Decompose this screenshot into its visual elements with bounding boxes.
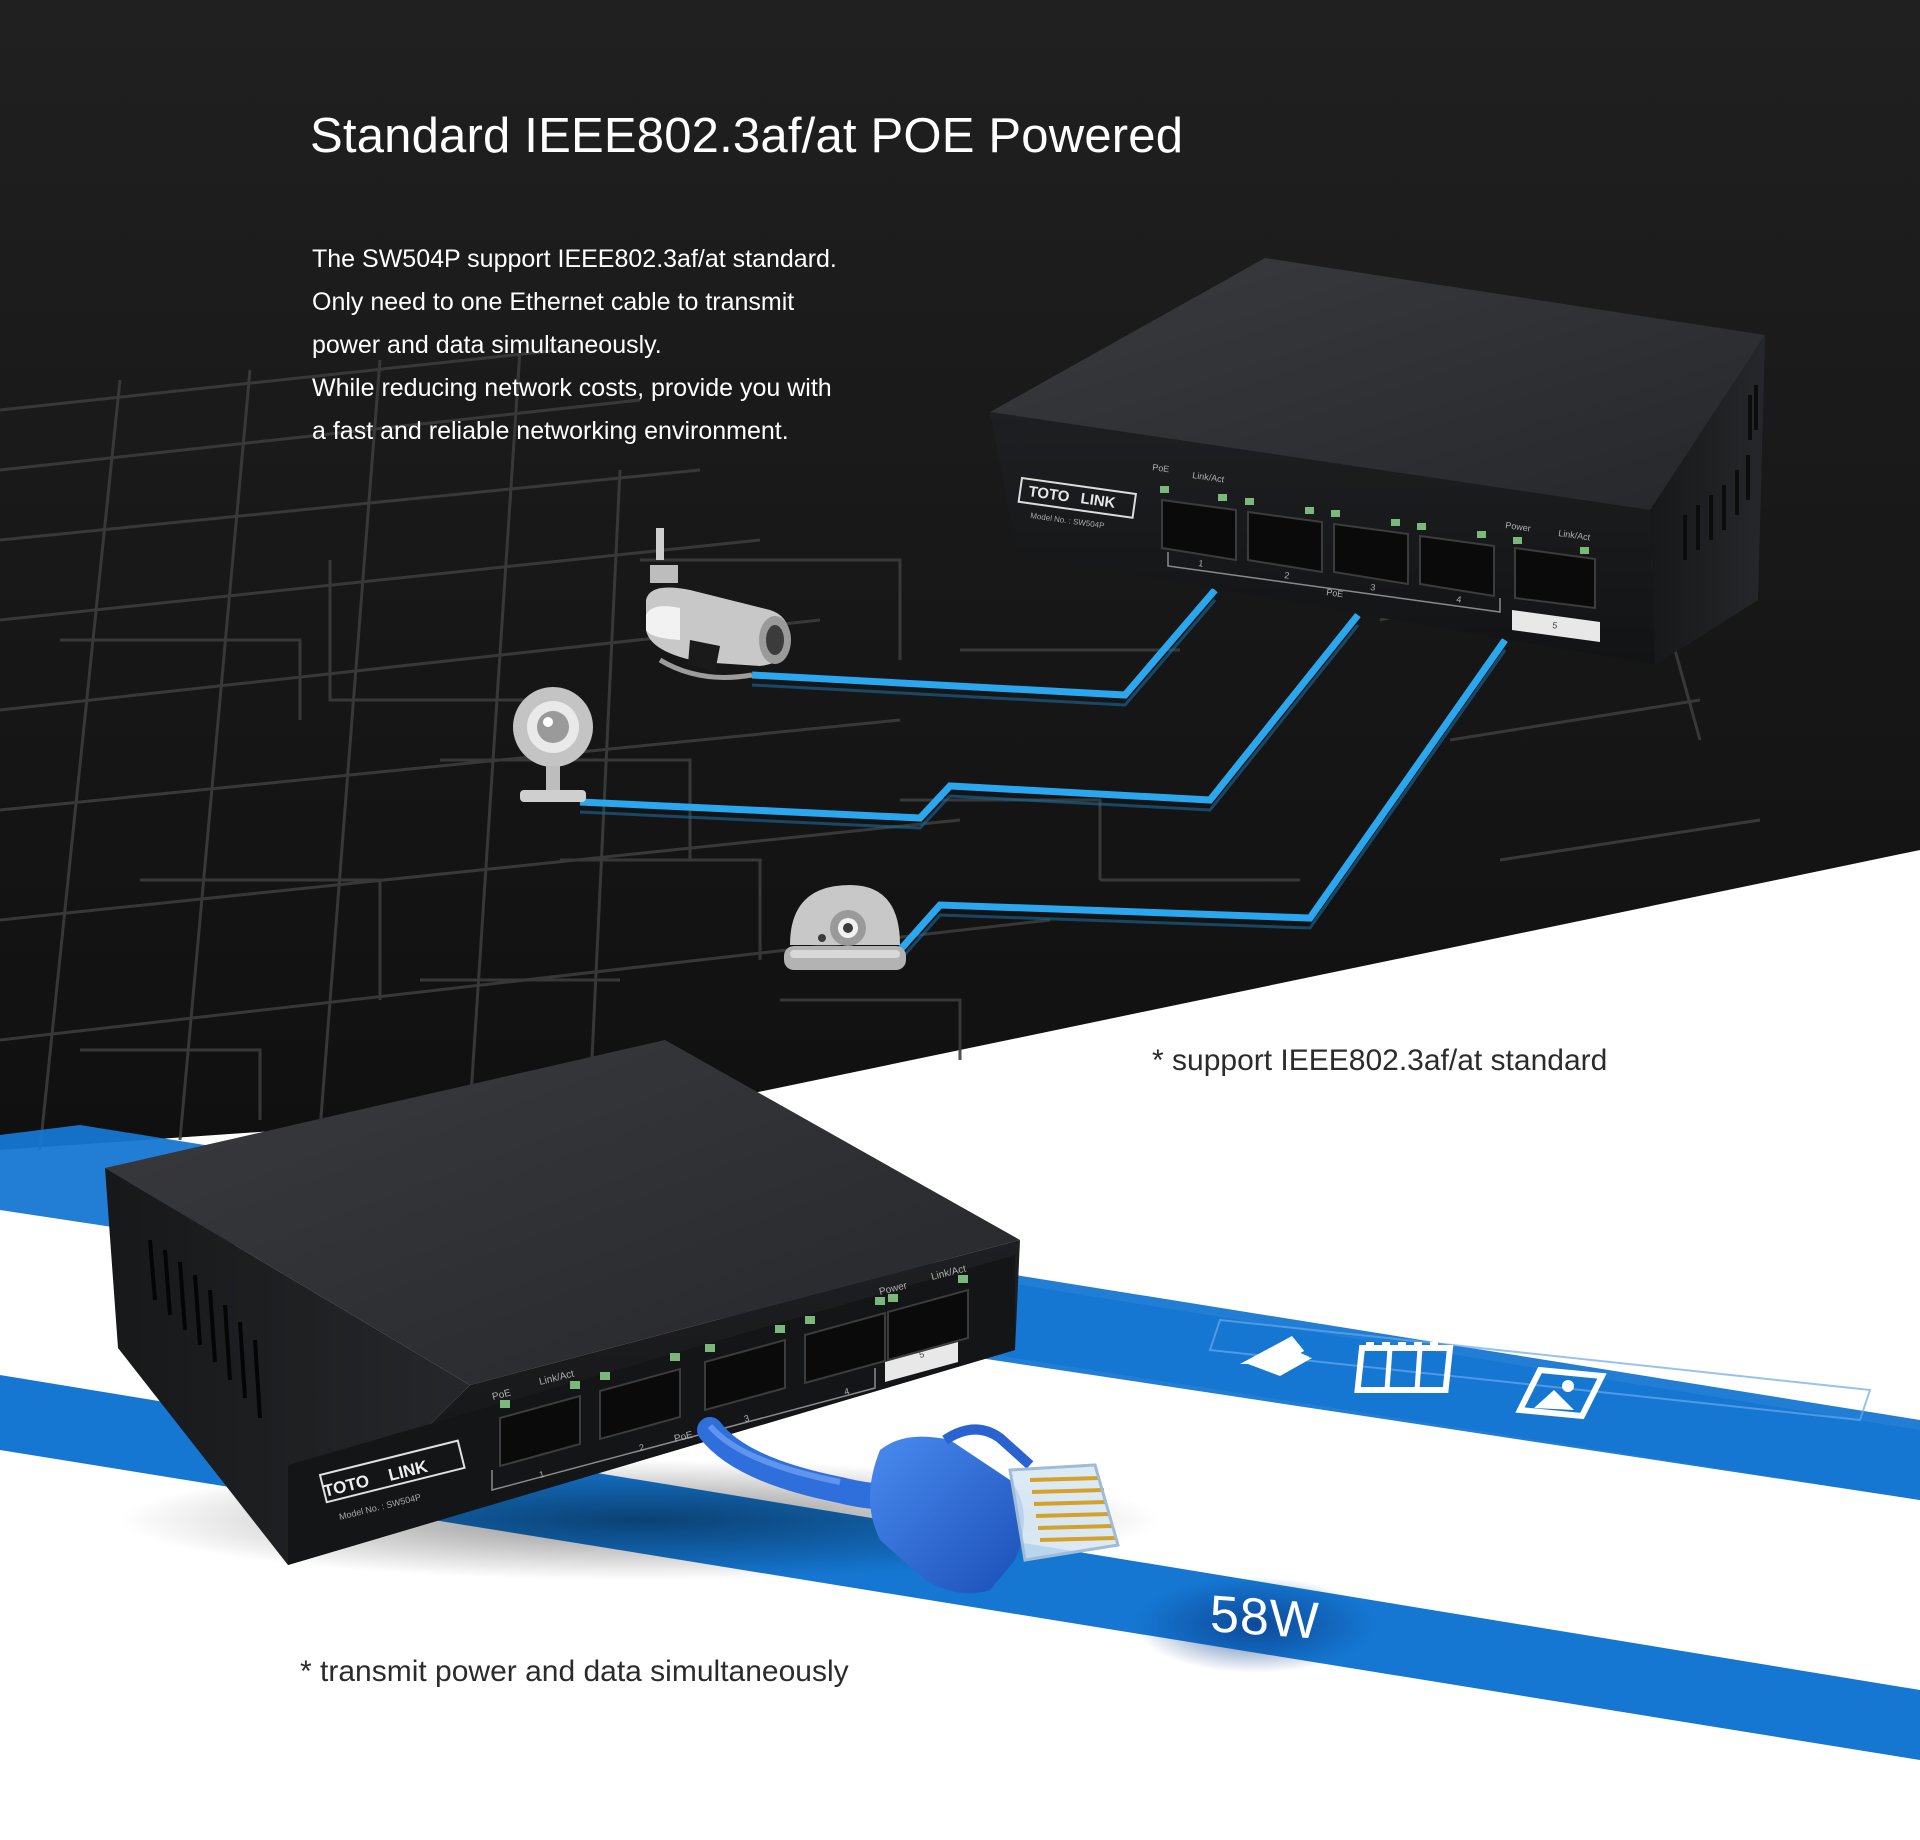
page-title: Standard IEEE802.3af/at POE Powered: [310, 109, 1184, 163]
top-switch-port-number: 4: [1456, 594, 1462, 605]
top-switch-brand-left: TOTO: [1027, 483, 1070, 506]
top-switch-label-power: Power: [1505, 520, 1532, 533]
bottom-switch-port-number: 5: [918, 1349, 925, 1360]
description-line: The SW504P support IEEE802.3af/at standa…: [312, 245, 837, 273]
switch-bottom: TOTO LINK Model No. : SW504P PoE Link/Ac…: [105, 1040, 1020, 1565]
bottom-switch-port-number: 3: [743, 1413, 750, 1424]
bottom-switch-poe-group: PoE: [673, 1430, 694, 1445]
bullet-camera-icon: [646, 528, 791, 680]
top-switch-port-number: 5: [1552, 620, 1558, 631]
dome-camera-icon: [784, 885, 906, 970]
photo-icon: [1515, 1366, 1607, 1420]
film-icon: [1354, 1342, 1454, 1393]
webcam-icon: [513, 687, 593, 802]
switch-top: TOTO LINK Model No. : SW504P PoE Link/Ac…: [990, 258, 1765, 665]
watt-glow: [1135, 1577, 1375, 1673]
poe-cables: [579, 587, 1508, 953]
bottom-switch-ports: [499, 1288, 969, 1468]
top-switch-port-number: 2: [1284, 570, 1290, 581]
top-switch-poe-group: PoE: [1326, 587, 1344, 599]
feature-transmit-note: * transmit power and data simultaneously: [300, 1655, 849, 1688]
top-switch-label-link-2: Link/Act: [1558, 528, 1592, 542]
bottom-switch-label-poe: PoE: [491, 1388, 512, 1403]
bottom-switch-port-number: 4: [843, 1386, 850, 1397]
top-switch-label-link: Link/Act: [1192, 470, 1226, 484]
grid-floor: [0, 348, 1761, 1151]
top-switch-port-number: 3: [1370, 582, 1376, 593]
top-switch-ports: [1161, 498, 1596, 610]
band-inner-box: [1208, 1318, 1872, 1422]
feature-standard-note: * support IEEE802.3af/at standard: [1152, 1044, 1608, 1077]
ethernet-cable-icon: [697, 1417, 1120, 1594]
top-switch-port-number: 1: [1198, 558, 1204, 569]
description-line: power and data simultaneously.: [312, 331, 662, 359]
description-line: While reducing network costs, provide yo…: [312, 374, 832, 402]
power-wattage-badge: 58W: [1210, 1585, 1320, 1651]
description-block: The SW504P support IEEE802.3af/at standa…: [312, 238, 872, 453]
top-switch-label-poe: PoE: [1152, 462, 1170, 474]
bottom-switch-port-number: 1: [538, 1469, 545, 1480]
description-line: a fast and reliable networking environme…: [312, 417, 789, 445]
top-switch-brand-right: LINK: [1079, 490, 1116, 512]
mail-icon: [1240, 1336, 1332, 1376]
bottom-switch-port-number: 2: [638, 1442, 645, 1453]
description-line: Only need to one Ethernet cable to trans…: [312, 288, 795, 316]
